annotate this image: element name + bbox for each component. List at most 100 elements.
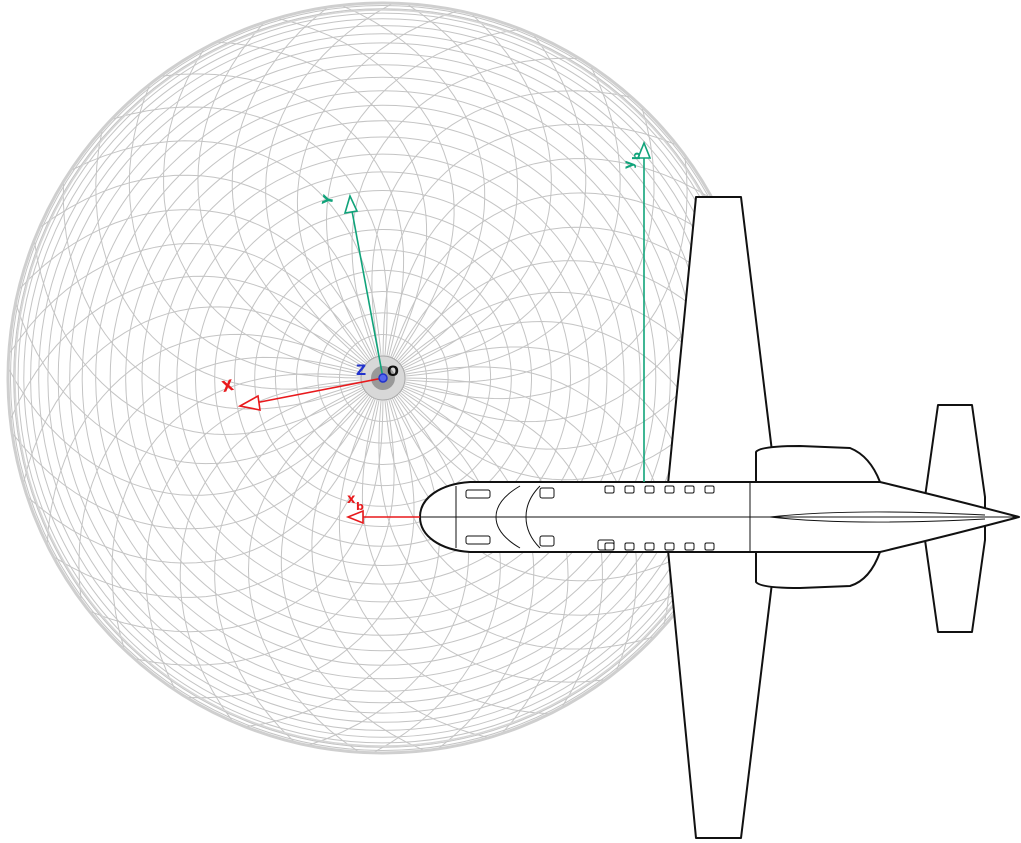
latitude-line [214,209,552,547]
meridian-line [46,333,384,545]
meridian-line [70,140,384,379]
svg-text:x: x [347,492,356,507]
origin-point [378,373,388,383]
cabin-window [704,542,715,551]
cabin-window [624,542,635,551]
meridian-line [383,377,638,672]
cabin-window [664,542,675,551]
meridian-line [382,13,552,379]
latitude-line [158,153,608,603]
y-axis-arrow [343,193,384,379]
latitude-line [109,104,657,652]
meridian-line [33,240,384,436]
meridian-line [276,17,455,379]
latitude-line [339,334,427,422]
meridian-line [382,377,569,735]
aircraft-details [420,482,1019,552]
meridian-line [382,377,603,709]
meridian-line [382,158,714,379]
meridian-line [214,377,384,743]
meridian-line [15,302,384,465]
left-wing [667,196,777,485]
meridian-line [231,6,384,379]
meridian-line [265,3,394,379]
meridian-line [351,57,580,379]
meridian-line [371,90,632,379]
meridian-line [382,34,587,379]
cabin-window [704,485,715,494]
xb-axis-arrow [345,509,420,525]
meridian-line [128,84,383,379]
cabin-window [644,485,655,494]
meridian-line [52,377,384,598]
meridian-line [280,377,426,752]
x-axis-arrow [237,377,384,412]
meridian-line [22,306,384,485]
svg-text:b: b [630,152,643,160]
meridian-line [111,373,384,650]
meridian-line [216,41,428,379]
cabin-window [684,485,695,494]
meridian-line [163,47,384,379]
meridian-line [9,275,384,421]
label-xb: x b [347,492,364,513]
meridian-line [382,226,755,379]
cabin-window [684,542,695,551]
latitude-line [234,229,532,527]
meridian-line [247,377,384,753]
label-x: X [220,376,235,396]
meridian-line [382,3,519,379]
meridian-line [382,106,655,383]
meridian-line [18,209,384,379]
meridian-line [382,65,621,379]
meridian-line [160,73,405,379]
latitude-line [254,249,512,507]
latitude-line [274,269,492,487]
meridian-line [382,123,677,378]
meridian-line [245,377,441,728]
cabin-window [604,542,615,551]
meridian-line [382,377,696,616]
yb-axis-arrow [636,140,652,482]
meridian-line [296,10,459,379]
latitude-line [125,120,641,636]
label-yb: y b [622,152,643,169]
meridian-line [8,242,384,379]
meridian-line [145,377,384,691]
meridian-line [325,28,521,379]
label-z: Z [356,363,366,379]
meridian-line [186,377,415,699]
latitude-line [176,171,590,585]
meridian-line [382,192,740,379]
latitude-line [195,190,571,566]
latitude-line [95,90,671,666]
meridian-line [338,377,550,715]
engine-nacelle-lower [755,551,881,589]
meridian-line [26,377,384,564]
meridian-line [179,377,384,722]
meridian-line [111,106,388,379]
meridian-line [62,181,384,410]
meridian-line [340,4,486,379]
meridian-line [378,377,655,650]
meridian-line [95,129,384,390]
cabin-window [604,485,615,494]
meridian-line [134,377,395,666]
latitude-line [296,291,470,465]
cabin-window [644,542,655,551]
meridian-line [197,21,384,379]
latitude-line [141,136,625,620]
meridian-line [11,377,384,530]
meridian-line [39,174,384,379]
meridian-line [89,378,384,633]
right-wing [667,549,777,839]
meridian-line [382,155,688,400]
meridian-line [361,377,606,683]
aircraft-top-view [419,196,1020,839]
meridian-line [8,367,384,496]
engine-nacelle-upper [755,445,881,483]
cabin-window [664,485,675,494]
meridian-line [311,377,490,739]
label-origin: O [387,364,399,380]
label-y: Y [320,193,338,208]
